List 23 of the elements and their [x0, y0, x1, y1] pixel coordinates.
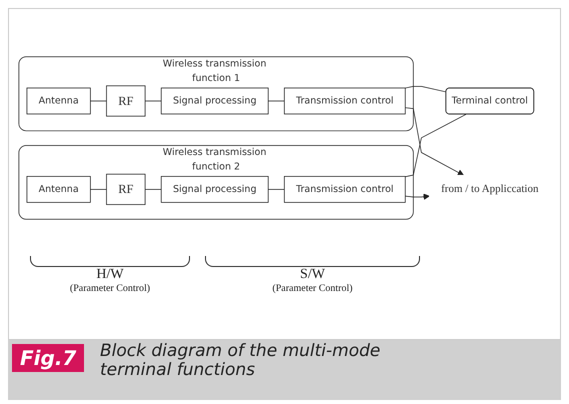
connector: [404, 86, 447, 92]
node-box: Antenna: [26, 176, 91, 203]
bracket-note: (Parameter Control): [68, 283, 152, 294]
connector: [268, 100, 285, 102]
caption: Block diagram of the multi-mode terminal functions: [100, 342, 382, 380]
connector: [90, 100, 107, 102]
bracket-note: (Parameter Control): [271, 283, 354, 294]
connector: [144, 100, 162, 102]
arrow: [404, 194, 430, 200]
node-box: Antenna: [26, 88, 91, 114]
node-box: Transmission control: [284, 176, 406, 203]
bracket-label: H/W: [95, 267, 125, 283]
bracket-label: S/W: [299, 267, 326, 283]
connector: [268, 189, 285, 190]
node-box: Signal processing: [160, 176, 269, 203]
figure-number: Fig.7: [12, 344, 84, 372]
node-text: from / to Appliccation: [441, 183, 538, 196]
node-box: Transmission control: [284, 88, 406, 114]
connector: [90, 189, 107, 190]
node-box: RF: [106, 174, 146, 205]
node-box: RF: [106, 85, 146, 117]
connector: [144, 189, 162, 190]
node-box: Signal processing: [160, 88, 269, 114]
